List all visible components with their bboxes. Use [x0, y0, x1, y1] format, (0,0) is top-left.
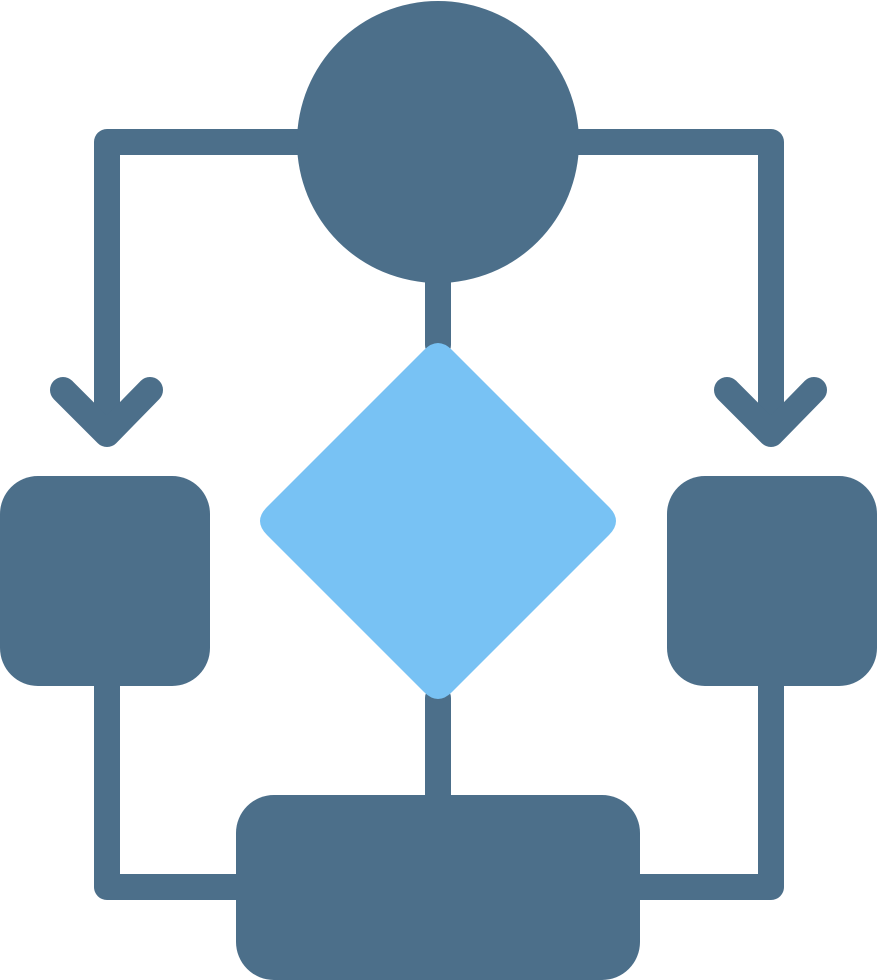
- left-arrow-connector: [94, 129, 313, 445]
- right-bottom-connector: [623, 667, 784, 900]
- left-bottom-connector: [94, 667, 253, 900]
- right-arrow-head: [714, 377, 827, 447]
- start-circle-node: [297, 1, 579, 283]
- end-process-box: [236, 795, 640, 980]
- decision-diamond-node: [260, 343, 616, 699]
- right-process-box: [667, 476, 877, 686]
- left-process-box: [0, 476, 210, 686]
- left-arrow-head: [50, 377, 163, 447]
- right-arrow-connector: [563, 129, 784, 445]
